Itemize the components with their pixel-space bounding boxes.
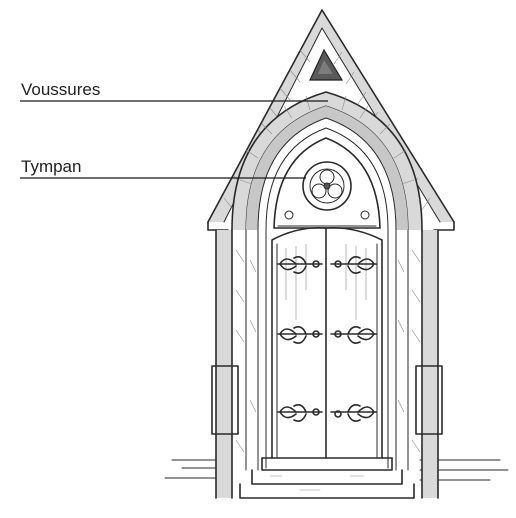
trefoil-ornament	[312, 170, 342, 198]
hinge-right-middle	[331, 327, 376, 343]
tympan-label: Tympan	[21, 157, 81, 176]
door-ironwork	[278, 257, 376, 421]
hinge-right-top	[331, 257, 376, 273]
gable-triangle-ornament	[310, 50, 342, 80]
hinge-right-bottom	[331, 405, 376, 421]
double-doors	[272, 228, 382, 458]
inner-jambs	[236, 230, 420, 470]
voussures-label: Voussures	[21, 80, 100, 99]
hinge-left-middle	[278, 327, 322, 343]
hinge-left-bottom	[278, 405, 322, 421]
hinge-left-top	[278, 257, 322, 273]
